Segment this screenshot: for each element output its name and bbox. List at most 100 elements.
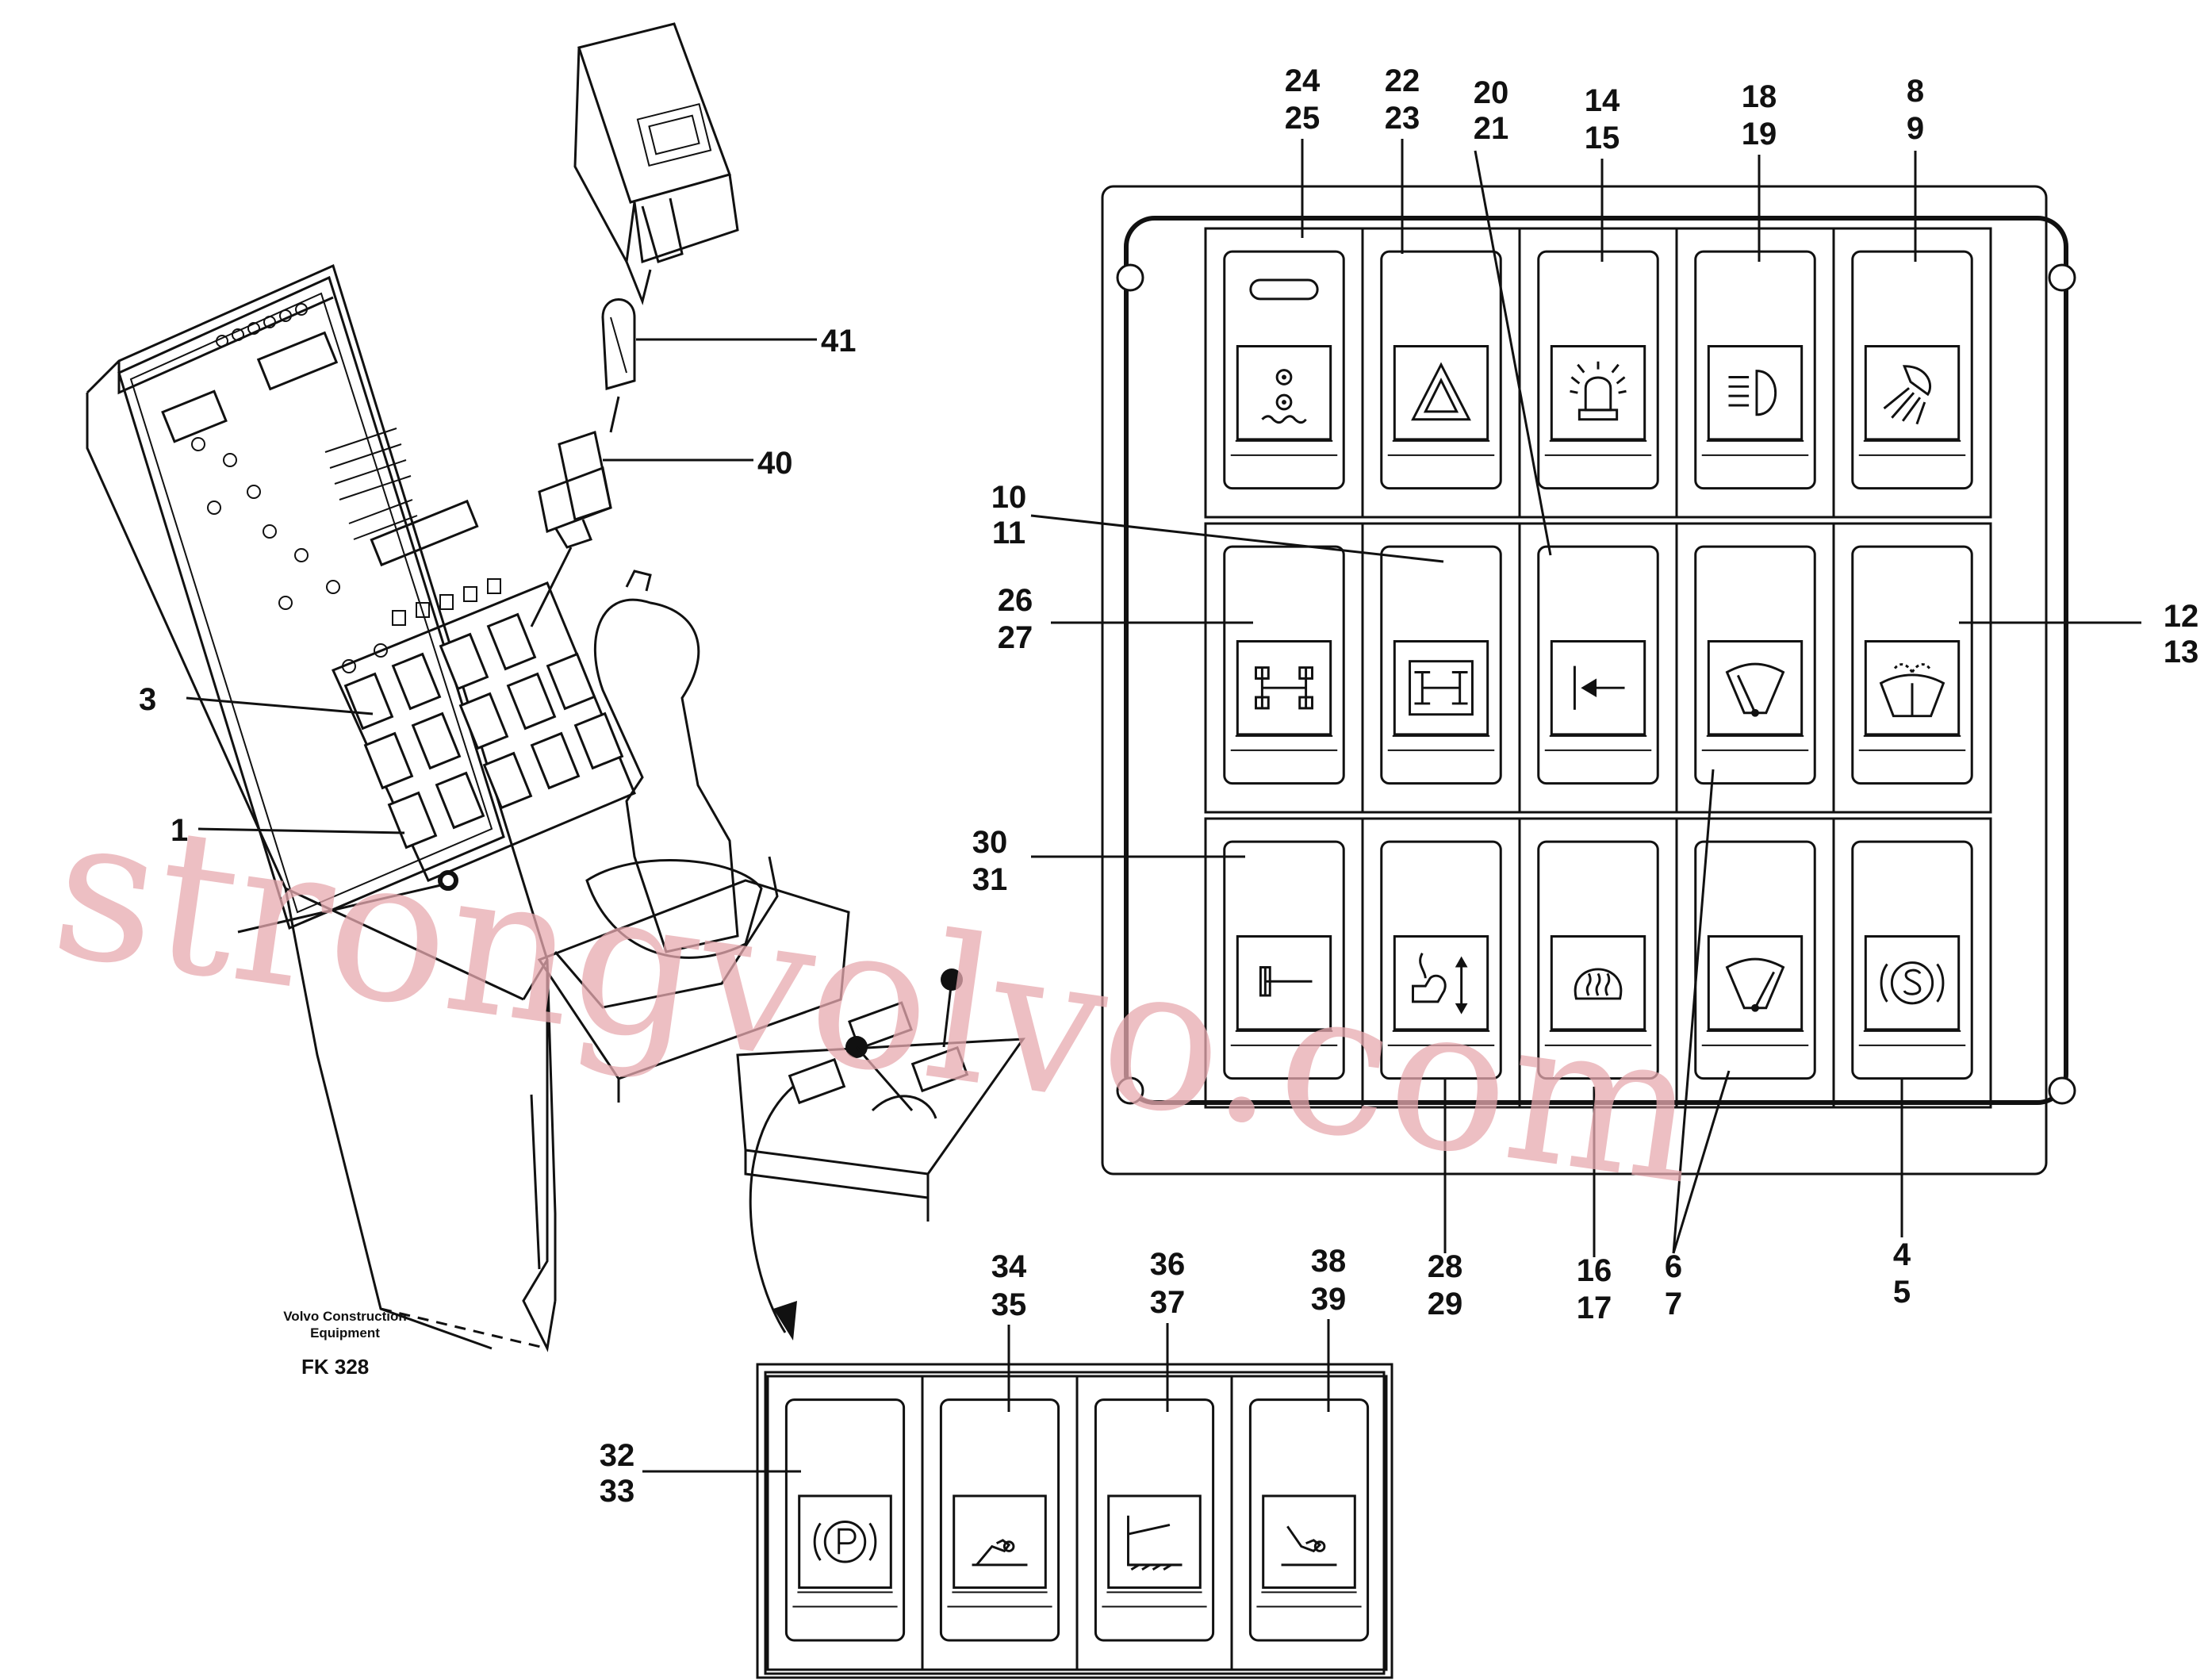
callout-11: 11 — [992, 516, 1025, 550]
callout-26: 26 — [998, 583, 1033, 618]
display-window-bargraph — [370, 499, 479, 567]
headlight-switch[interactable] — [1675, 227, 1835, 519]
beacon-light-switch[interactable] — [1518, 227, 1678, 519]
parking-brake-switch[interactable] — [766, 1375, 924, 1671]
callout-1: 1 — [171, 813, 188, 848]
icon-frame — [1107, 1494, 1202, 1590]
callout-28: 28 — [1428, 1249, 1463, 1284]
seat-adjust-switch[interactable] — [1361, 817, 1521, 1109]
icon-frame — [1236, 935, 1332, 1031]
rear-washer-wiper-switch[interactable] — [1832, 522, 1992, 814]
icon-frame — [1550, 345, 1646, 441]
callout-23: 23 — [1385, 101, 1420, 136]
callout-4: 4 — [1893, 1237, 1911, 1272]
indicator-lamps — [191, 303, 388, 673]
icon-frame — [798, 1494, 892, 1590]
differential-lock-switch[interactable] — [1361, 522, 1521, 814]
icon-frame — [1262, 1494, 1356, 1590]
front-wiper-icon — [1725, 662, 1785, 717]
callout-labels: 41 40 3 1 24 25 22 23 20 21 14 15 18 19 … — [139, 63, 2198, 1509]
rear-window-defroster-icon — [1574, 968, 1623, 1000]
callout-24: 24 — [1285, 63, 1321, 98]
callout-39: 39 — [1311, 1282, 1347, 1317]
instrument-panel — [117, 275, 505, 930]
work-light-switch[interactable] — [1832, 227, 1992, 519]
callout-32: 32 — [600, 1438, 635, 1473]
pedal-control-icon — [972, 1539, 1028, 1567]
icon-frame — [1393, 345, 1489, 441]
callout-38: 38 — [1311, 1244, 1347, 1279]
icon-frame — [1393, 640, 1489, 736]
lamp-holder — [538, 431, 612, 549]
front-wiper-switch[interactable] — [1675, 522, 1835, 814]
callout-3: 3 — [139, 682, 156, 717]
arrow-left-to-bar-icon — [1573, 665, 1625, 710]
bulb — [601, 298, 636, 390]
callout-8: 8 — [1907, 74, 1924, 109]
differential-lock-icon — [1409, 660, 1474, 716]
callout-35: 35 — [991, 1287, 1027, 1322]
pedal-control-alt-icon — [1281, 1525, 1337, 1567]
callout-31: 31 — [972, 862, 1008, 897]
parking-brake-icon — [813, 1521, 877, 1563]
arrow-left-to-bar-switch[interactable] — [1518, 522, 1678, 814]
display-window-small — [161, 389, 228, 443]
watermark: strongvolvo.com — [41, 769, 1712, 1228]
footer-maker-line1: Volvo Construction — [283, 1309, 407, 1324]
callout-22: 22 — [1385, 63, 1420, 98]
rocker-switch-exploded — [573, 22, 739, 305]
callout-15: 15 — [1585, 121, 1620, 155]
console-screw — [438, 870, 458, 891]
pedal-control-alt-switch[interactable] — [1230, 1375, 1388, 1671]
headlight-icon — [1728, 370, 1777, 416]
icon-frame — [953, 1494, 1047, 1590]
icon-frame — [1707, 935, 1804, 1031]
footer-maker-line2: Equipment — [310, 1325, 380, 1341]
callout-34: 34 — [991, 1249, 1027, 1284]
hazard-warning-switch[interactable] — [1361, 227, 1521, 519]
boom-suspension-switch[interactable] — [1075, 1375, 1233, 1671]
hammer-switch[interactable] — [1204, 817, 1364, 1109]
callout-19: 19 — [1742, 117, 1777, 152]
console-keypad — [331, 581, 636, 882]
callout-14: 14 — [1585, 83, 1620, 118]
icon-frame — [1864, 345, 1961, 441]
icon-frame — [1550, 935, 1646, 1031]
callout-9: 9 — [1907, 111, 1924, 146]
work-light-icon — [1883, 365, 1932, 425]
joystick-lever — [537, 570, 850, 1103]
callout-30: 30 — [972, 825, 1008, 860]
callout-41: 41 — [821, 324, 857, 359]
callout-16: 16 — [1577, 1253, 1612, 1288]
side-console — [86, 22, 1026, 1352]
callout-7: 7 — [1665, 1287, 1682, 1321]
callout-27: 27 — [998, 620, 1033, 655]
figure-code: FK 328 — [301, 1355, 369, 1379]
icon-frame — [1236, 345, 1332, 441]
view-arrow — [749, 1085, 794, 1333]
pedal-switch-panel — [756, 1363, 1393, 1679]
hazard-warning-icon — [1411, 362, 1471, 421]
callout-6: 6 — [1665, 1249, 1682, 1284]
callout-40: 40 — [757, 446, 793, 481]
callout-17: 17 — [1577, 1291, 1612, 1325]
icon-frame — [1236, 640, 1332, 736]
callout-13: 13 — [2164, 635, 2199, 669]
icon-frame — [1707, 345, 1804, 441]
callout-5: 5 — [1893, 1275, 1911, 1310]
callout-18: 18 — [1742, 79, 1777, 114]
rotating-beacon-selector-switch[interactable] — [1204, 227, 1364, 519]
axle-lock-icon — [1255, 666, 1313, 710]
callout-20: 20 — [1474, 75, 1509, 110]
icon-frame — [1864, 640, 1961, 736]
pedal-control-switch[interactable] — [921, 1375, 1079, 1671]
hammer-icon — [1259, 966, 1313, 997]
rear-wiper-switch[interactable] — [1675, 817, 1835, 1109]
icon-frame — [1550, 640, 1646, 736]
axle-lock-switch[interactable] — [1204, 522, 1364, 814]
leader-lines — [642, 139, 2141, 1473]
beacon-light-icon — [1570, 361, 1627, 421]
s-mode-switch[interactable] — [1832, 817, 1992, 1109]
rear-washer-wiper-icon — [1879, 663, 1945, 718]
